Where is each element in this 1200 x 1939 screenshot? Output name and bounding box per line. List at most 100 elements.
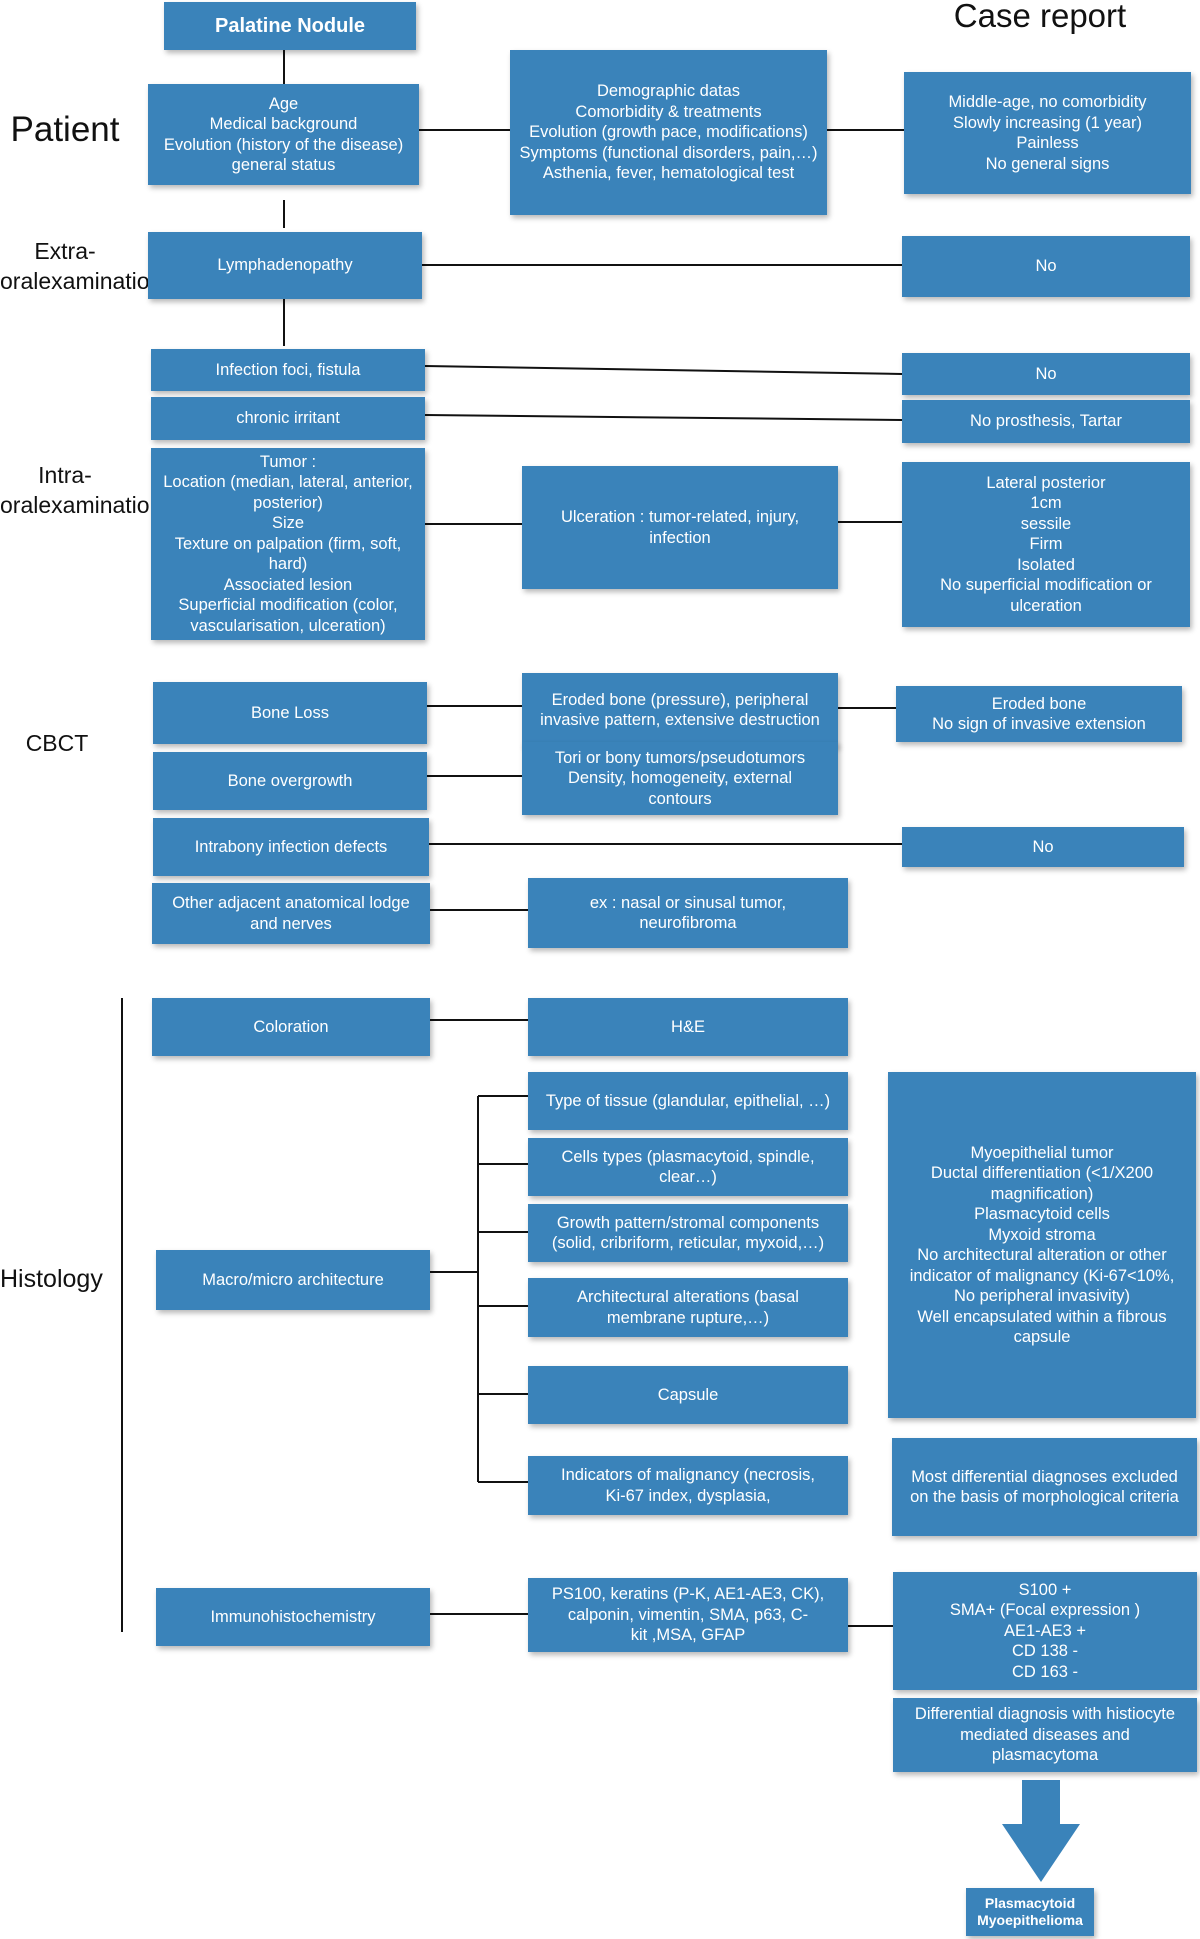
- text-line: Associated lesion: [223, 575, 353, 594]
- architecture-item-box: Indicators of malignancy (necrosis, Ki-67…: [528, 1456, 848, 1515]
- section-label-extra-oral: Extra-oralexamination: [0, 236, 162, 296]
- architecture-item-box: Growth pattern/stromal components (solid,…: [528, 1204, 848, 1262]
- ihc-details-box: PS100, keratins (P-K, AE1-AE3, CK),calpo…: [528, 1578, 848, 1652]
- text-line: Superficial modification (color,: [178, 596, 398, 615]
- text-line: Intra-oral: [0, 462, 92, 518]
- text-line: CD 163 -: [1011, 1662, 1079, 1681]
- text-line: Differential diagnosis with histiocyte: [914, 1705, 1176, 1724]
- text-line: plasmacytoma: [991, 1746, 1099, 1765]
- text-line: Capsule: [657, 1385, 719, 1404]
- text-line: posterior): [253, 493, 323, 512]
- down-arrow-icon: [1002, 1780, 1080, 1882]
- text-line: No: [1035, 257, 1057, 276]
- text-line: Size: [271, 514, 305, 533]
- text-line: Ki-67 index, dysplasia,: [605, 1486, 771, 1505]
- text-line: examination: [38, 268, 163, 294]
- text-line: Firm: [1029, 535, 1063, 554]
- text-line: Lateral posterior: [986, 473, 1106, 492]
- text-line: invasive pattern, extensive destruction: [540, 711, 820, 729]
- text-line: CD 138 -: [1011, 1642, 1079, 1661]
- text-line: Type of tissue (glandular, epithelial, ……: [545, 1091, 831, 1110]
- text-line: Infection foci, fistula: [215, 360, 361, 379]
- text-line: Density, homogeneity, external: [567, 769, 793, 788]
- text-line: membrane rupture,…): [606, 1308, 770, 1327]
- case-report-heading: Case report: [953, 0, 1127, 34]
- text-line: Well encapsulated within a fibrous: [917, 1307, 1167, 1326]
- bone-loss-details-box: Eroded bone (pressure), peripheral invasi…: [522, 673, 838, 747]
- text-line: Myoepithelial tumor: [970, 1143, 1114, 1162]
- text-line: Plasmacytoid: [984, 1895, 1076, 1911]
- text-line: indicator of malignancy (Ki-67<10%,: [909, 1266, 1175, 1285]
- text-line: No superficial modification or: [940, 576, 1152, 595]
- text-line: clear…): [659, 1168, 717, 1186]
- text-line: Indicators of malignancy (necrosis,: [560, 1466, 816, 1484]
- architecture-item-box: Capsule: [528, 1366, 848, 1424]
- text-line: No sign of invasive extension: [932, 715, 1146, 733]
- text-line: Ductal differentiation (<1/X200: [930, 1164, 1154, 1182]
- coloration-details-box: H&E: [528, 998, 848, 1056]
- text-line: SMA+ (Focal expression ): [949, 1601, 1141, 1620]
- text-line: Tumor :: [259, 452, 317, 471]
- text-line: mediated diseases and: [960, 1725, 1130, 1744]
- text-line: Bone Loss: [251, 703, 329, 722]
- text-line: Intrabony infection defects: [194, 837, 388, 856]
- extra-oral-criteria-box: Lymphadenopathy: [148, 232, 422, 299]
- text-line: H&E: [671, 1017, 705, 1036]
- tumor-details-box: Ulceration : tumor-related, injury, infec…: [522, 466, 838, 589]
- text-line: (solid, cribriform, reticular, myxoid,…): [551, 1234, 825, 1252]
- text-line: No general signs: [985, 154, 1110, 173]
- text-line: Eroded bone (pressure), peripheral: [551, 690, 809, 709]
- text-line: Cells types (plasmacytoid, spindle,: [561, 1147, 815, 1166]
- text-line: infection: [649, 528, 711, 547]
- text-line: examination: [38, 492, 163, 518]
- text-line: No: [1035, 364, 1057, 383]
- text-line: vascularisation, ulceration): [190, 616, 386, 635]
- text-line: Evolution (history of the disease): [163, 135, 404, 154]
- text-line: Location (median, lateral, anterior,: [163, 473, 413, 492]
- text-line: sessile: [1020, 514, 1072, 533]
- infection-case-box: No: [902, 353, 1190, 395]
- ihc-criteria-box: Immunohistochemistry: [156, 1588, 430, 1646]
- section-label-patient: Patient: [10, 110, 120, 149]
- intrabony-criteria-box: Intrabony infection defects: [153, 818, 429, 876]
- text-line: No peripheral invasivity): [953, 1287, 1131, 1305]
- text-line: Slowly increasing (1 year): [953, 113, 1142, 132]
- text-line: chronic irritant: [236, 409, 340, 428]
- text-line: Texture on palpation (firm, soft, hard): [174, 534, 402, 574]
- text-line: Growth pattern/stromal components: [556, 1213, 820, 1232]
- text-line: neurofibroma: [639, 914, 737, 932]
- irritant-case-box: No prosthesis, Tartar: [902, 400, 1190, 443]
- text-line: Myxoid stroma: [988, 1225, 1096, 1244]
- text-line: calponin, vimentin, SMA, p63, C-: [567, 1605, 809, 1624]
- text-line: Evolution (growth pace, modifications): [529, 123, 808, 142]
- text-line: magnification): [990, 1184, 1094, 1203]
- intrabony-case-box: No: [902, 827, 1184, 867]
- text-line: Myoepithelioma: [977, 1912, 1083, 1928]
- text-line: Medical background: [209, 115, 358, 133]
- text-line: Ulceration : tumor-related, injury,: [560, 508, 800, 526]
- connector-line: [424, 365, 903, 375]
- ihc-case-box: S100 +SMA+ (Focal expression )AE1-AE3 +C…: [893, 1572, 1197, 1690]
- text-line: Age: [268, 94, 299, 113]
- text-line: Extra-oral: [0, 238, 96, 294]
- text-line: Tori or bony tumors/pseudotumors: [554, 748, 806, 767]
- text-line: AE1-AE3 +: [1003, 1621, 1087, 1640]
- text-line: No: [1032, 837, 1054, 856]
- text-line: Comorbidity & treatments: [575, 102, 762, 121]
- text-line: on the basis of morphological criteria: [910, 1488, 1179, 1506]
- architecture-item-box: Cells types (plasmacytoid, spindle, clear…: [528, 1138, 848, 1196]
- text-line: Most differential diagnoses excluded: [911, 1467, 1178, 1486]
- text-line: Isolated: [1017, 555, 1075, 574]
- text-line: PS100, keratins (P-K, AE1-AE3, CK),: [551, 1585, 825, 1604]
- text-line: kit ,MSA, GFAP: [630, 1626, 746, 1645]
- text-line: Symptoms (functional disorders, pain,…): [519, 143, 818, 162]
- text-line: capsule: [1013, 1328, 1071, 1346]
